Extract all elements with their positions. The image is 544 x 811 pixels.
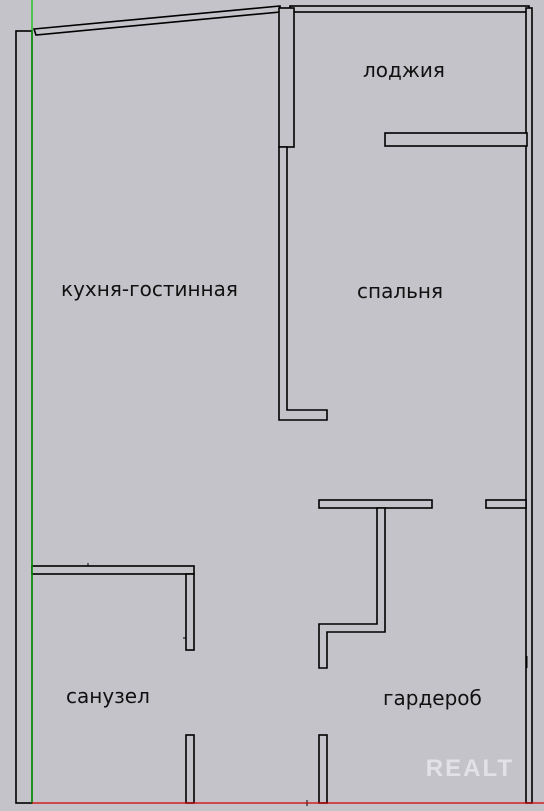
wardrobe-top-wall — [318, 499, 433, 509]
room-label-wardrobe: гардероб — [383, 686, 482, 710]
room-label-kitchen-living: кухня-гостинная — [61, 277, 238, 301]
wardrobe-left-wall-lower — [318, 734, 328, 804]
realt-watermark: REALT — [425, 755, 514, 782]
bedroom-left-partition — [278, 146, 328, 421]
bathroom-right-wall-upper — [185, 573, 195, 651]
outer-wall-top-right — [289, 5, 530, 13]
outer-wall-right — [525, 7, 533, 804]
room-label-bedroom: спальня — [357, 279, 444, 303]
room-label-bathroom: санузел — [66, 684, 150, 708]
bedroom-right-wall-stub — [485, 499, 527, 509]
outer-wall-top-slope — [32, 5, 281, 36]
bathroom-top-wall — [31, 565, 195, 575]
loggia-left-wall — [278, 7, 295, 148]
outer-wall-left — [15, 30, 33, 804]
bathroom-right-wall-lower — [185, 734, 195, 804]
loggia-bottom-wall — [384, 132, 528, 147]
wardrobe-inner-partition — [318, 507, 386, 669]
room-label-loggia: лоджия — [363, 58, 445, 82]
